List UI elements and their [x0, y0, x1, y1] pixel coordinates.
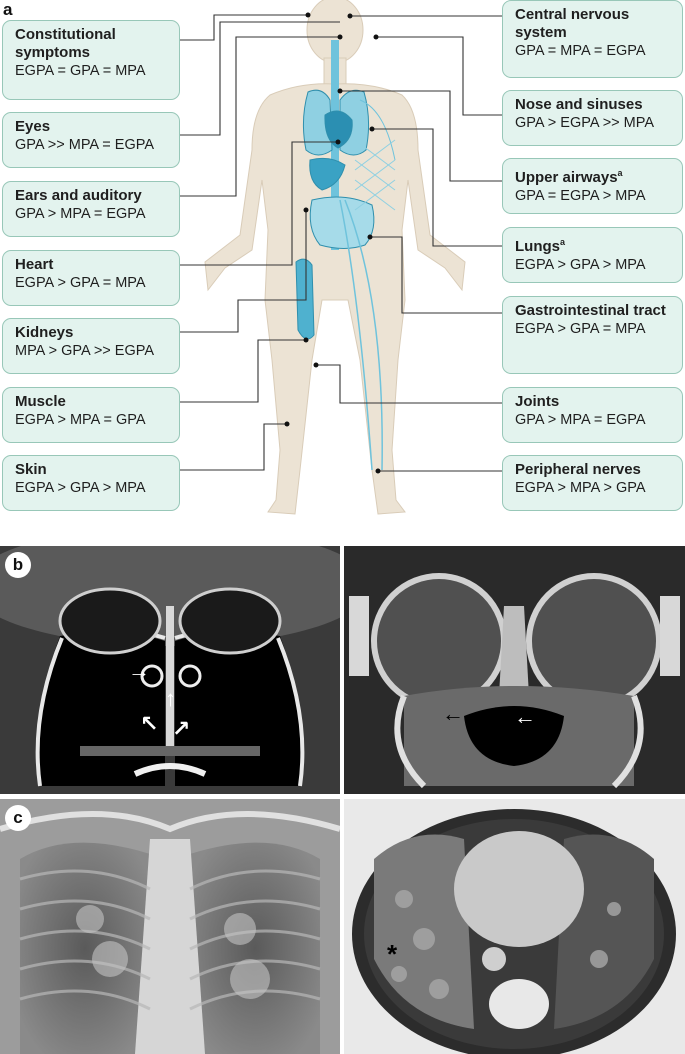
organ-title: Kidneys	[15, 324, 74, 341]
organ-box-central-nervous-system: Central nervous system GPA = MPA = EGPA	[502, 0, 683, 78]
organ-title: Constitutional symptoms	[15, 26, 116, 61]
organ-comparison: EGPA > GPA = MPA	[515, 321, 646, 337]
organ-comparison: EGPA > GPA = MPA	[15, 275, 146, 291]
ct-sinus-left: → ↑ ↖ ↗	[0, 546, 340, 794]
organ-comparison: GPA > MPA = EGPA	[515, 412, 646, 428]
chest-xray-drawing	[0, 799, 340, 1054]
organ-title: Skin	[15, 461, 47, 478]
organ-title: Joints	[515, 393, 560, 410]
panel-letter-a: a	[3, 0, 13, 19]
ct-sinus-right-drawing	[344, 546, 685, 794]
organ-box-lungs: Lungsa EGPA > GPA > MPA	[502, 227, 683, 283]
arrow-annotation: ←	[514, 704, 536, 729]
organ-title: Gastrointestinal tract	[515, 302, 666, 319]
organ-title: Upper airways	[515, 169, 618, 186]
organ-comparison: GPA = MPA = EGPA	[515, 43, 646, 59]
organ-box-upper-airways: Upper airwaysa GPA = EGPA > MPA	[502, 158, 683, 214]
organ-title: Heart	[15, 256, 54, 273]
arrow-annotation: ↖	[140, 711, 159, 736]
organ-title: Ears and auditory	[15, 187, 142, 204]
organ-title: Eyes	[15, 118, 51, 135]
arrow-annotation: ↗	[172, 716, 191, 741]
chest-xray	[0, 799, 340, 1054]
organ-box-kidneys: Kidneys MPA > GPA >> EGPA	[2, 318, 180, 374]
organ-comparison: MPA > GPA >> EGPA	[15, 343, 155, 359]
leader-lines	[180, 14, 502, 472]
leader-dots	[284, 12, 381, 474]
organs	[295, 40, 396, 471]
organ-comparison: EGPA > MPA = GPA	[15, 412, 146, 428]
organ-title: Muscle	[15, 393, 66, 410]
organ-comparison: GPA > MPA = EGPA	[15, 206, 146, 222]
organ-box-peripheral-nerves: Peripheral nerves EGPA > MPA > GPA	[502, 455, 683, 511]
footnote-mark: a	[560, 237, 566, 247]
arrow-annotation: ←	[442, 701, 464, 726]
organ-box-constitutional-symptoms: Constitutional symptoms EGPA = GPA = MPA	[2, 20, 180, 100]
organ-box-gastrointestinal: Gastrointestinal tract EGPA > GPA = MPA	[502, 296, 683, 374]
organ-box-heart: Heart EGPA > GPA = MPA	[2, 250, 180, 306]
asterisk-annotation: *	[387, 939, 398, 969]
arrow-annotation: ↑	[165, 686, 176, 711]
organ-comparison: GPA > EGPA >> MPA	[515, 115, 655, 131]
arrow-annotation: →	[128, 658, 150, 683]
organ-comparison: GPA >> MPA = EGPA	[15, 137, 155, 153]
footnote-mark: a	[617, 168, 623, 178]
organ-box-ears: Ears and auditory GPA > MPA = EGPA	[2, 181, 180, 237]
organ-comparison: EGPA > GPA > MPA	[515, 257, 646, 273]
organ-title: Peripheral nerves	[515, 461, 641, 478]
organ-comparison: EGPA > GPA > MPA	[15, 480, 146, 496]
ct-sinus-right: ← ←	[344, 546, 685, 794]
body-diagram	[180, 0, 502, 515]
organ-box-muscle: Muscle EGPA > MPA = GPA	[2, 387, 180, 443]
chest-ct-drawing	[344, 799, 685, 1054]
organ-title: Lungs	[515, 238, 560, 255]
panel-letter-c: c	[5, 805, 31, 831]
organ-comparison: EGPA > MPA > GPA	[515, 480, 646, 496]
ct-sinus-left-drawing	[0, 546, 340, 794]
organ-comparison: EGPA = GPA = MPA	[15, 63, 146, 79]
chest-ct: *	[344, 799, 685, 1054]
organ-box-skin: Skin EGPA > GPA > MPA	[2, 455, 180, 511]
organ-box-joints: Joints GPA > MPA = EGPA	[502, 387, 683, 443]
organ-box-nose-sinuses: Nose and sinuses GPA > EGPA >> MPA	[502, 90, 683, 146]
organ-title: Nose and sinuses	[515, 96, 643, 113]
panel-letter-b: b	[5, 552, 31, 578]
organ-box-eyes: Eyes GPA >> MPA = EGPA	[2, 112, 180, 168]
organ-comparison: GPA = EGPA > MPA	[515, 188, 646, 204]
organ-title: Central nervous system	[515, 6, 630, 41]
